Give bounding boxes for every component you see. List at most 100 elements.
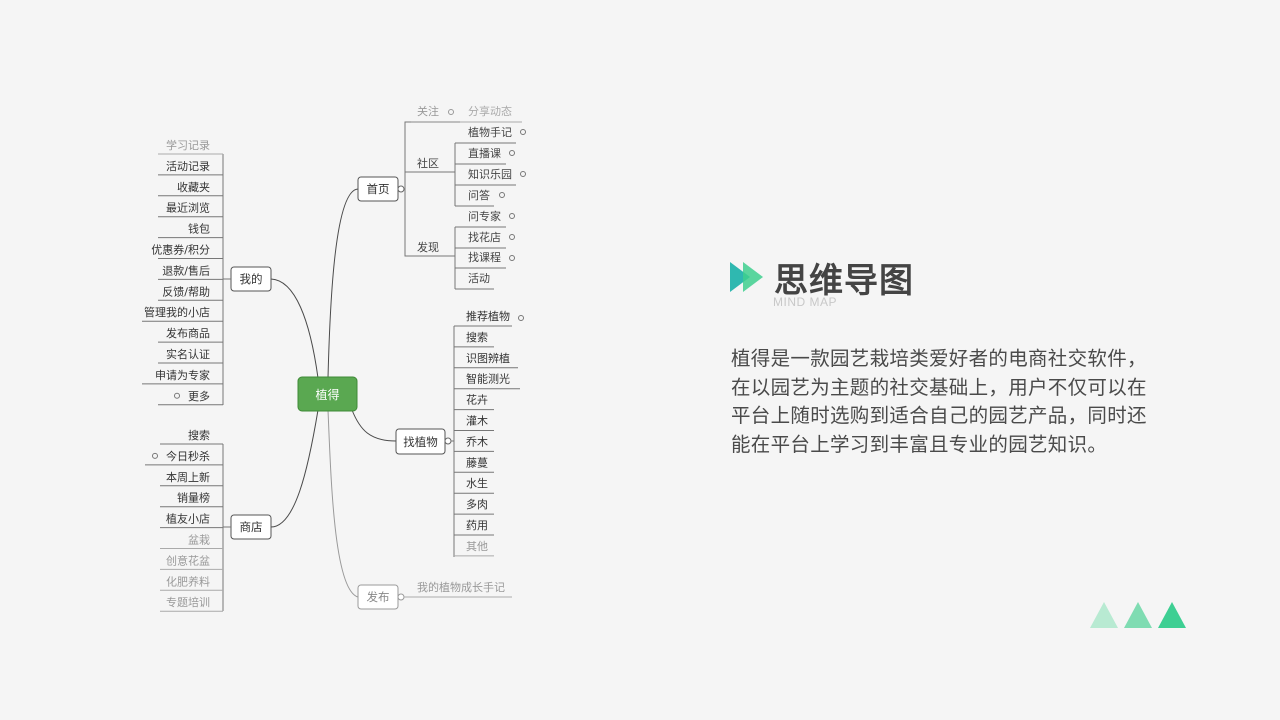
collapse-toggle-icon[interactable]	[509, 150, 515, 156]
branch-store[interactable]: 商店	[230, 514, 272, 540]
leaf-mine-item[interactable]: 优惠券/积分	[151, 243, 223, 259]
leaf-activity[interactable]: 活动	[455, 272, 494, 290]
leaf-label: 其他	[466, 540, 488, 553]
leaf-find-plants-item[interactable]: 水生	[454, 476, 494, 494]
leaf-plant-notes[interactable]: 植物手记	[455, 125, 516, 144]
leaf-store-item[interactable]: 专题培训	[160, 595, 223, 612]
collapse-toggle-icon[interactable]	[174, 392, 180, 399]
leaf-label: 植友小店	[166, 512, 210, 526]
leaf-find-plants-item[interactable]: 花卉	[454, 394, 494, 411]
root-node[interactable]: 植得	[297, 376, 358, 412]
leaf-label: 实名认证	[166, 347, 210, 361]
sub-node-community[interactable]: 社区	[411, 156, 455, 173]
leaf-find-plants-item[interactable]: 智能测光	[454, 372, 520, 390]
leaf-label: 化肥养料	[166, 574, 210, 588]
leaf-label: 管理我的小店	[144, 305, 210, 319]
leaf-growth-notes[interactable]: 我的植物成长手记	[404, 580, 512, 598]
leaf-find-plants-item[interactable]: 灌木	[454, 415, 494, 431]
leaf-label: 盆栽	[188, 533, 210, 547]
leaf-label: 智能测光	[466, 372, 510, 386]
leaf-find-plants-item[interactable]: 藤蔓	[454, 455, 494, 473]
collapse-toggle-icon[interactable]	[397, 593, 405, 601]
triangle-decoration	[1090, 602, 1186, 628]
leaf-share-feed[interactable]: 分享动态	[460, 104, 522, 123]
heading-title: 思维导图	[774, 261, 914, 301]
leaf-label: 销量榜	[177, 491, 210, 505]
svg-text:活动: 活动	[468, 272, 490, 285]
leaf-store-item[interactable]: 创意花盆	[160, 553, 223, 570]
leaf-label: 申请为专家	[155, 368, 210, 382]
leaf-mine-item[interactable]: 反馈/帮助	[158, 284, 223, 301]
collapse-toggle-icon[interactable]	[499, 192, 505, 198]
section-heading: 思维导图 MIND MAP	[730, 255, 990, 309]
leaf-find-florist[interactable]: 找花店	[455, 230, 506, 249]
leaf-label: 今日秒杀	[166, 449, 210, 463]
svg-text:问答: 问答	[468, 188, 490, 202]
leaf-find-course[interactable]: 找课程	[455, 250, 506, 269]
leaf-find-plants-item[interactable]: 其他	[454, 540, 494, 557]
collapse-toggle-icon[interactable]	[152, 452, 158, 459]
leaf-mine-item[interactable]: 实名认证	[158, 347, 223, 364]
leaf-label: 收藏夹	[177, 180, 210, 194]
leaf-mine-item[interactable]: 钱包	[158, 222, 223, 239]
leaf-ask-expert[interactable]: 问专家	[455, 209, 506, 228]
leaf-find-plants-item[interactable]: 识图辨植	[454, 351, 518, 369]
leaf-find-plants-item[interactable]: 搜索	[454, 330, 494, 348]
leaf-store-item[interactable]: 销量榜	[160, 491, 223, 508]
leaf-label: 发布商品	[166, 326, 210, 340]
leaf-find-plants-item[interactable]: 药用	[454, 519, 494, 536]
leaf-store-item[interactable]: 化肥养料	[160, 574, 223, 591]
leaf-mine-item[interactable]: 最近浏览	[158, 201, 223, 218]
leaf-mine-item[interactable]: 申请为专家	[142, 368, 223, 385]
leaf-label: 藤蔓	[466, 455, 488, 469]
leaf-store-item[interactable]: 植友小店	[160, 512, 223, 529]
branch-mine[interactable]: 我的	[230, 266, 272, 292]
branch-find-plants[interactable]: 找植物	[395, 428, 446, 455]
leaf-find-plants-item[interactable]: 乔木	[454, 435, 494, 452]
leaf-store-item[interactable]: 盆栽	[160, 533, 223, 549]
leaf-find-plants-item[interactable]: 多肉	[454, 497, 494, 515]
leaf-label: 最近浏览	[166, 201, 210, 215]
leaf-label: 优惠券/积分	[151, 243, 210, 257]
leaf-store-item[interactable]: 搜索	[160, 428, 223, 445]
leaf-mine-item[interactable]: 退款/售后	[158, 263, 223, 280]
leaf-qa[interactable]: 问答	[455, 188, 494, 207]
svg-text:关注: 关注	[417, 104, 439, 118]
branch-home[interactable]: 首页	[357, 176, 399, 202]
collapse-toggle-icon[interactable]	[520, 129, 526, 135]
svg-text:直播课: 直播课	[468, 146, 501, 160]
leaf-store-item[interactable]: 本周上新	[160, 470, 223, 487]
collapse-toggle-icon[interactable]	[520, 171, 526, 177]
sub-node-discover[interactable]: 发现	[411, 240, 455, 257]
triangle-mid-icon	[1124, 602, 1152, 628]
collapse-toggle-icon[interactable]	[509, 213, 515, 219]
leaf-find-plants-item[interactable]: 推荐植物	[454, 309, 512, 327]
collapse-toggle-icon[interactable]	[509, 255, 515, 261]
leaf-mine-item[interactable]: 学习记录	[158, 138, 223, 155]
svg-text:找植物: 找植物	[403, 435, 438, 449]
leaf-mine-item[interactable]: 更多	[158, 389, 223, 406]
branch-publish[interactable]: 发布	[357, 584, 399, 610]
collapse-toggle-icon[interactable]	[518, 315, 524, 321]
sub-node-follow[interactable]: 关注	[411, 104, 460, 123]
leaf-knowledge-park[interactable]: 知识乐园	[455, 167, 516, 186]
leaf-mine-item[interactable]: 收藏夹	[158, 180, 223, 197]
collapse-toggle-icon[interactable]	[448, 109, 454, 115]
leaf-label: 识图辨植	[466, 351, 510, 365]
leaf-label: 活动记录	[166, 160, 210, 173]
leaf-label: 本周上新	[166, 470, 210, 484]
collapse-toggle-icon[interactable]	[509, 234, 515, 240]
leaf-mine-item[interactable]: 管理我的小店	[142, 305, 223, 322]
svg-text:找课程: 找课程	[468, 250, 501, 264]
leaf-label: 水生	[466, 476, 488, 490]
svg-text:商店: 商店	[240, 520, 263, 534]
collapse-toggle-icon[interactable]	[444, 437, 452, 445]
collapse-toggle-icon[interactable]	[397, 185, 405, 193]
leaf-live-class[interactable]: 直播课	[455, 146, 506, 165]
svg-text:问专家: 问专家	[468, 209, 501, 223]
leaf-mine-item[interactable]: 活动记录	[158, 160, 223, 176]
leaf-label: 灌木	[466, 415, 488, 428]
leaf-store-item[interactable]: 今日秒杀	[145, 449, 223, 466]
leaf-mine-item[interactable]: 发布商品	[158, 326, 223, 343]
